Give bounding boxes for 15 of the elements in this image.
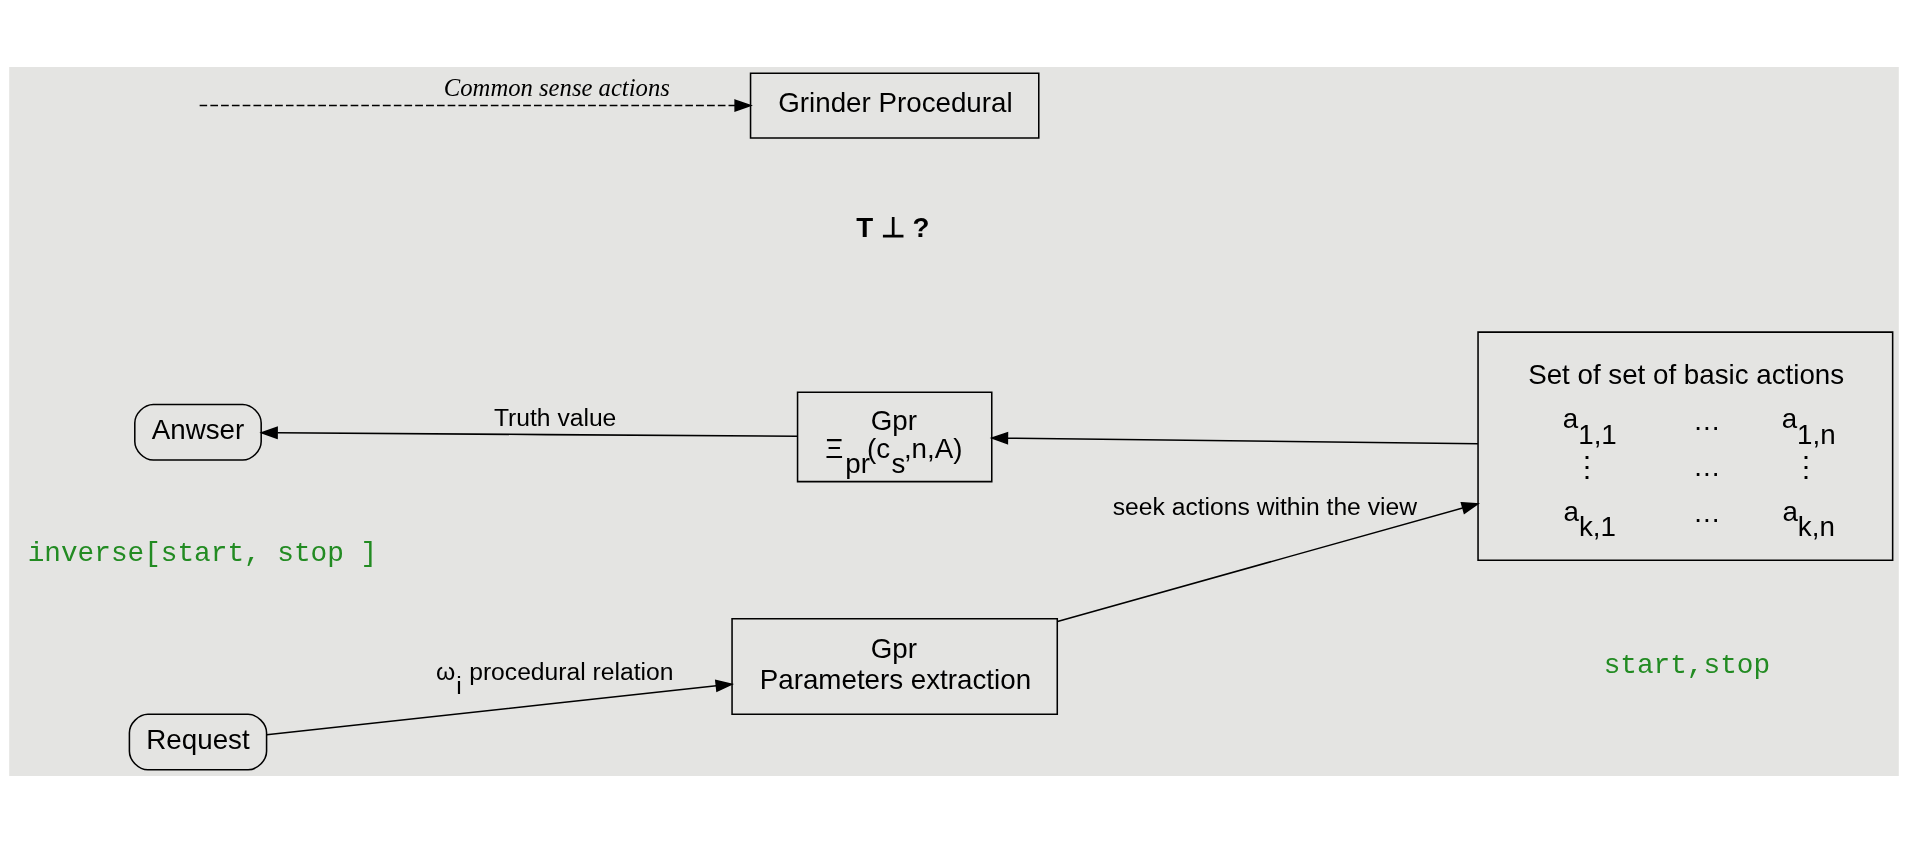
label: T ⊥ ? — [856, 211, 930, 243]
edge-label: seek actions within the view — [1112, 492, 1417, 520]
arrow — [1056, 501, 1480, 622]
label: inverse[start, stop ] — [27, 537, 378, 569]
node-box: Grinder Procedural — [749, 71, 1040, 139]
node-box: Request — [128, 713, 268, 771]
arrow — [989, 431, 1479, 445]
arrow — [198, 98, 753, 112]
node-box: Anwser — [134, 403, 262, 461]
edge-label: Common sense actions — [443, 73, 670, 101]
node-box: Gpr Parameters extraction — [731, 617, 1059, 715]
arrow — [265, 678, 735, 736]
edge-label: Truth value — [493, 403, 617, 431]
label: start,stop — [1603, 649, 1771, 681]
arrow — [259, 425, 799, 439]
